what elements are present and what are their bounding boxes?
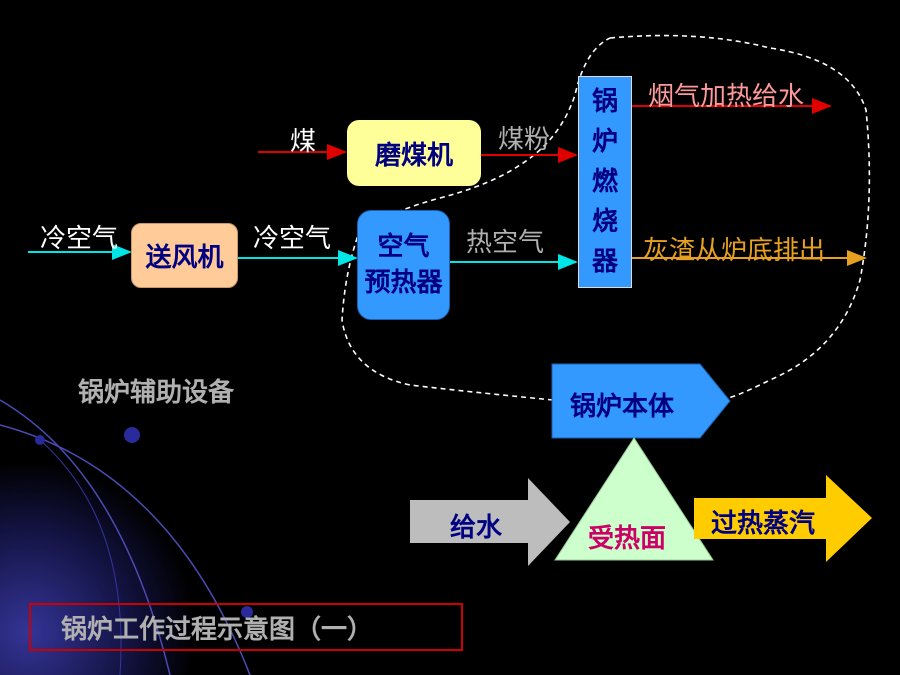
coal-powder-label: 煤粉 <box>498 125 551 155</box>
blower-fan-box: 送风机 <box>131 223 238 288</box>
air-preheater-label-line2: 预热器 <box>364 268 443 298</box>
boiler-body-shape <box>551 363 731 439</box>
hot-air-label: 热空气 <box>466 228 545 258</box>
coal-mill-label: 磨煤机 <box>374 140 453 171</box>
aux-equipment-label: 锅炉辅助设备 <box>78 378 235 408</box>
caption-text: 锅炉工作过程示意图（一） <box>61 614 374 645</box>
burner-char: 炉 <box>591 127 618 157</box>
flue-gas-label: 烟气加热给水 <box>648 82 805 112</box>
blower-fan-label: 送风机 <box>145 243 224 273</box>
boiler-body-label: 锅炉本体 <box>570 392 675 422</box>
burner-char: 器 <box>591 247 618 277</box>
heating-surface-label: 受热面 <box>588 524 667 554</box>
cold-air-in-label: 冷空气 <box>40 224 119 254</box>
heating-surface-triangle <box>554 437 714 561</box>
feed-water-label: 给水 <box>450 513 503 543</box>
burner-char: 锅 <box>591 87 618 117</box>
burner-box: 锅 炉 燃 烧 器 <box>578 76 632 288</box>
superheated-steam-arrow <box>694 475 872 562</box>
coal-mill-box: 磨煤机 <box>347 120 481 186</box>
ash-label: 灰渣从炉底排出 <box>643 236 826 266</box>
superheated-steam-label: 过热蒸汽 <box>711 509 816 539</box>
feed-water-arrow <box>410 478 570 566</box>
burner-char: 烧 <box>591 207 618 237</box>
air-preheater-label-line1: 空气 <box>377 232 430 262</box>
caption-box: 锅炉工作过程示意图（一） <box>29 603 463 651</box>
coal-label: 煤 <box>290 127 317 157</box>
cold-air-mid-label: 冷空气 <box>253 224 332 254</box>
air-preheater-box: 空气 预热器 <box>357 210 450 320</box>
burner-char: 燃 <box>591 167 618 197</box>
